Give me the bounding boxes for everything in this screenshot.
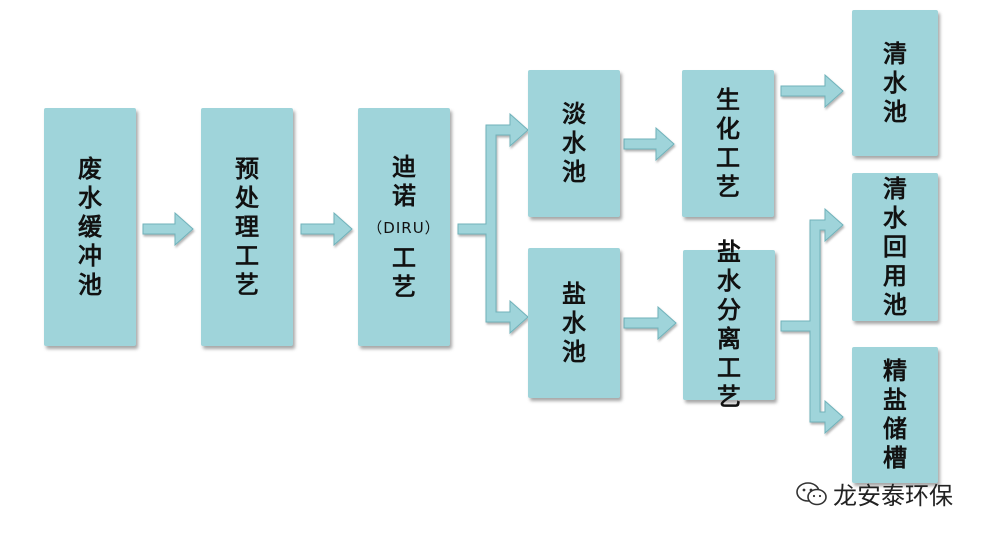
node-label: 清水池 [883,39,907,126]
node-label: 预处理工艺 [235,154,259,299]
arrow-separation-branch [780,207,844,435]
wechat-icon [796,481,827,505]
watermark-text: 龙安泰环保 [833,482,953,510]
arrow-biochemical-to-clean-water [780,73,844,109]
node-label: 精盐储槽 [883,357,907,472]
node-label: 清水回用池 [883,174,907,319]
node-label: 废水缓冲池 [78,154,102,299]
node-label: 生化工艺 [716,85,740,201]
node-brine-pool: 盐水池 [528,248,620,398]
node-clean-water-reuse-pool: 清水回用池 [852,173,938,321]
watermark: 龙安泰环保 [795,476,953,511]
node-label-code: （DIRU） [367,218,441,237]
node-fresh-water-pool: 淡水池 [528,70,620,217]
node-clean-water-pool: 清水池 [852,10,938,156]
arrow-fresh-to-biochemical [623,126,675,162]
node-pretreatment: 预处理工艺 [201,108,293,346]
arrow-brine-to-separation [623,305,677,341]
node-label: 盐水池 [562,279,586,366]
node-diru-process: 迪诺 （DIRU） 工艺 [358,108,450,346]
node-biochemical-process: 生化工艺 [682,70,774,217]
node-wastewater-buffer: 废水缓冲池 [44,108,136,346]
node-label-bottom: 工艺 [392,243,416,301]
node-brine-separation: 盐水分离工艺 [683,238,775,411]
arrow-buffer-to-pretreatment [142,211,194,247]
node-label: 淡水池 [562,100,586,186]
arrow-pretreatment-to-diru [300,211,353,247]
arrow-diru-branch [457,112,529,335]
node-refined-salt-tank: 精盐储槽 [852,347,938,483]
node-label: 盐水分离工艺 [717,238,741,411]
node-label-top: 迪诺 [392,152,416,210]
